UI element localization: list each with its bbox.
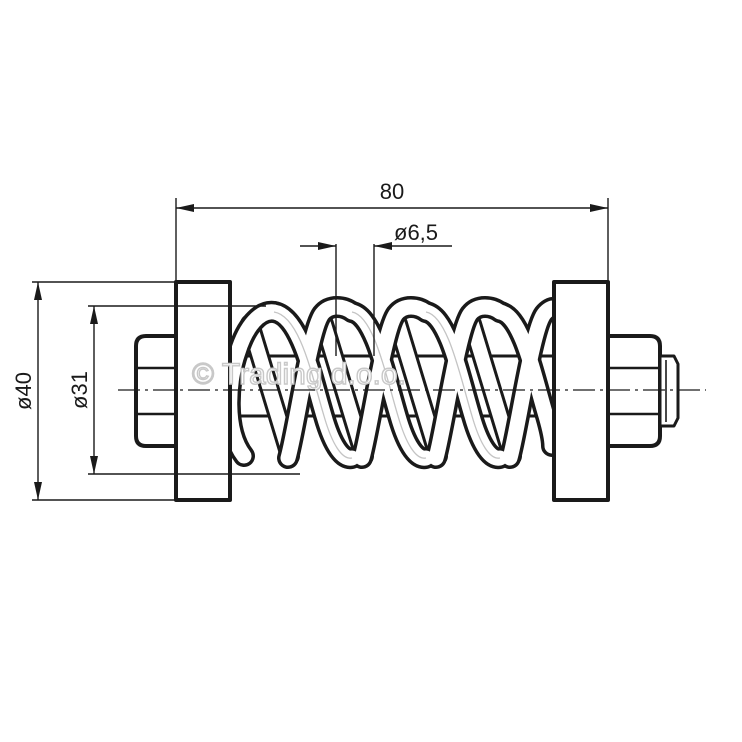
watermark-text: © Trading d.o.o. — [192, 358, 406, 391]
length-label: 80 — [380, 179, 404, 204]
washer-diameter-label: ø40 — [11, 372, 36, 410]
dimension-washer-diameter: ø40 — [11, 281, 176, 501]
bolt-end — [658, 354, 680, 428]
dimension-wire-diameter: ø6,5 — [300, 220, 452, 356]
dimension-length: 80 — [175, 179, 609, 282]
dimension-spring-diameter: ø31 — [67, 305, 300, 475]
wire-diameter-label: ø6,5 — [394, 220, 438, 245]
compression-spring — [218, 296, 563, 470]
spring-diameter-label: ø31 — [67, 371, 92, 409]
washer-left — [174, 280, 232, 502]
washer-right — [552, 280, 610, 502]
bolt-head-left — [134, 334, 178, 448]
hex-nut-right — [606, 334, 662, 448]
